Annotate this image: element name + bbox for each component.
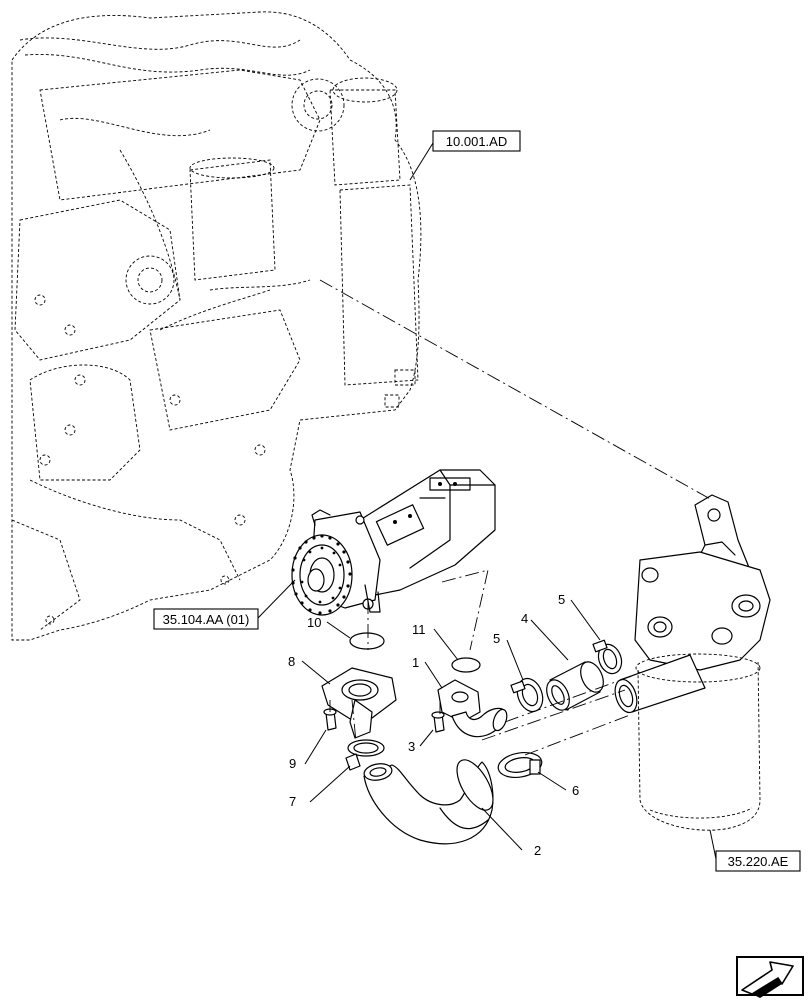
callout-5-right: 5 [558, 592, 565, 607]
previous-page-arrow-icon[interactable] [736, 956, 804, 998]
bolt-3 [431, 711, 445, 733]
ref-engine: 10.001.AD [432, 130, 521, 152]
ref-filter: 35.220.AE [715, 850, 801, 872]
callout-11: 11 [412, 622, 426, 637]
ref-filter-label: 35.220.AE [728, 854, 789, 869]
assembly-centerlines [319, 279, 713, 756]
o-ring-11 [451, 657, 481, 673]
callout-6: 6 [572, 783, 579, 798]
callout-10: 10 [307, 615, 321, 630]
callout-3: 3 [408, 739, 415, 754]
callout-numbers: 10 11 8 1 10 3 7 2 5 4 5 6 [288, 592, 579, 858]
o-ring-10 [349, 632, 385, 650]
hose-clamp-7 [345, 739, 385, 771]
filter-assembly [614, 494, 771, 831]
callout-5-left: 5 [493, 631, 500, 646]
callout-2: 2 [534, 843, 541, 858]
callout-4: 4 [521, 611, 528, 626]
ref-pump: 35.104.AA (01) [153, 608, 259, 630]
ref-pump-label: 35.104.AA (01) [163, 612, 250, 627]
callout-7: 7 [289, 794, 296, 809]
leader-lines [257, 142, 717, 860]
bolt-9 [323, 708, 337, 731]
flange-8 [321, 667, 397, 739]
callout-1: 1 [412, 655, 419, 670]
ref-engine-label: 10.001.AD [446, 134, 507, 149]
engine-assembly [11, 11, 422, 641]
callout-9-label: 9 [289, 756, 296, 771]
hose-clamp-5-right [592, 639, 623, 675]
hose-clamp-6 [497, 751, 543, 779]
sleeve-4 [546, 661, 604, 711]
callout-8: 8 [288, 654, 295, 669]
hydraulic-pump [291, 469, 496, 616]
hose-clamp-5-left [510, 677, 544, 713]
elbow-flange-1 [437, 679, 508, 738]
hose-2 [363, 759, 494, 845]
